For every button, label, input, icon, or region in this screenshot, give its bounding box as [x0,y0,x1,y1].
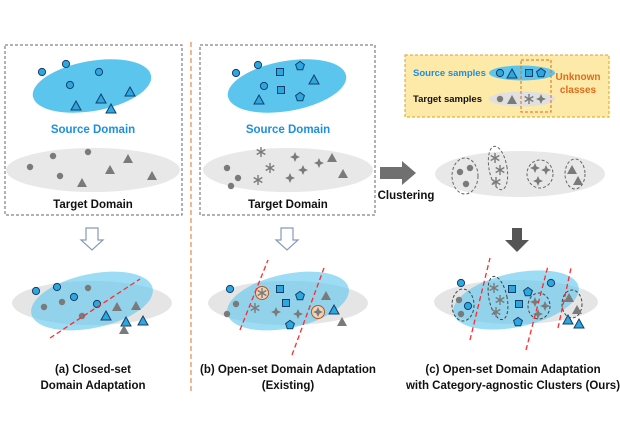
unknown-label-line2: classes [560,85,597,96]
caption-c-line1: (c) Open-set Domain Adaptation [425,364,600,376]
caption-a-line1: (a) Closed-set [55,364,131,376]
source-domain-label: Source Domain [51,124,135,136]
unknown-classes-box [520,59,552,113]
caption-a-line2: Domain Adaptation [41,380,146,392]
target-domain-ellipse [6,148,180,192]
panel-b-frame [199,44,376,216]
panel-a-frame [4,44,183,216]
source-domain-label: Source Domain [246,124,330,136]
clustering-label: Clustering [378,190,435,202]
decision-boundary-1 [469,257,491,341]
caption-b-line1: (b) Open-set Domain Adaptation [200,364,376,376]
mixed-samples [223,284,347,330]
decision-boundary-2 [525,265,549,351]
unknown-label-line1: Unknown [556,72,601,83]
cluster-outlines [451,145,586,195]
legend-box [404,54,610,118]
source-domain-ellipse [32,59,152,113]
panel-b: Source Domain Target Domain (b) Open-set… [199,44,376,392]
panel-a: Source Domain Target Domain (a) Closed-s… [4,44,183,392]
source-domain-ellipse [227,59,347,113]
panel-c: Source samples Target samples Unknown cl… [378,54,620,392]
decision-boundary [49,278,141,339]
down-arrow-icon [80,227,104,251]
clustered-target-ellipse [435,151,605,197]
down-arrow-icon [275,227,299,251]
caption-c-line2: with Category-agnostic Clusters (Ours) [405,380,620,392]
legend-target-ellipse [489,91,555,107]
target-domain-label: Target Domain [248,199,328,211]
source-ellipse [31,271,153,331]
decision-boundary-1 [239,259,269,331]
target-domain-label: Target Domain [53,199,133,211]
right-arrow-icon [380,161,416,185]
decision-boundary-3 [557,267,572,329]
legend-source-label: Source samples [413,68,486,79]
caption-b-line2: (Existing) [262,380,315,392]
down-arrow-icon [505,228,529,252]
legend-target-label: Target samples [413,94,482,105]
cluster-outlines [451,275,583,322]
